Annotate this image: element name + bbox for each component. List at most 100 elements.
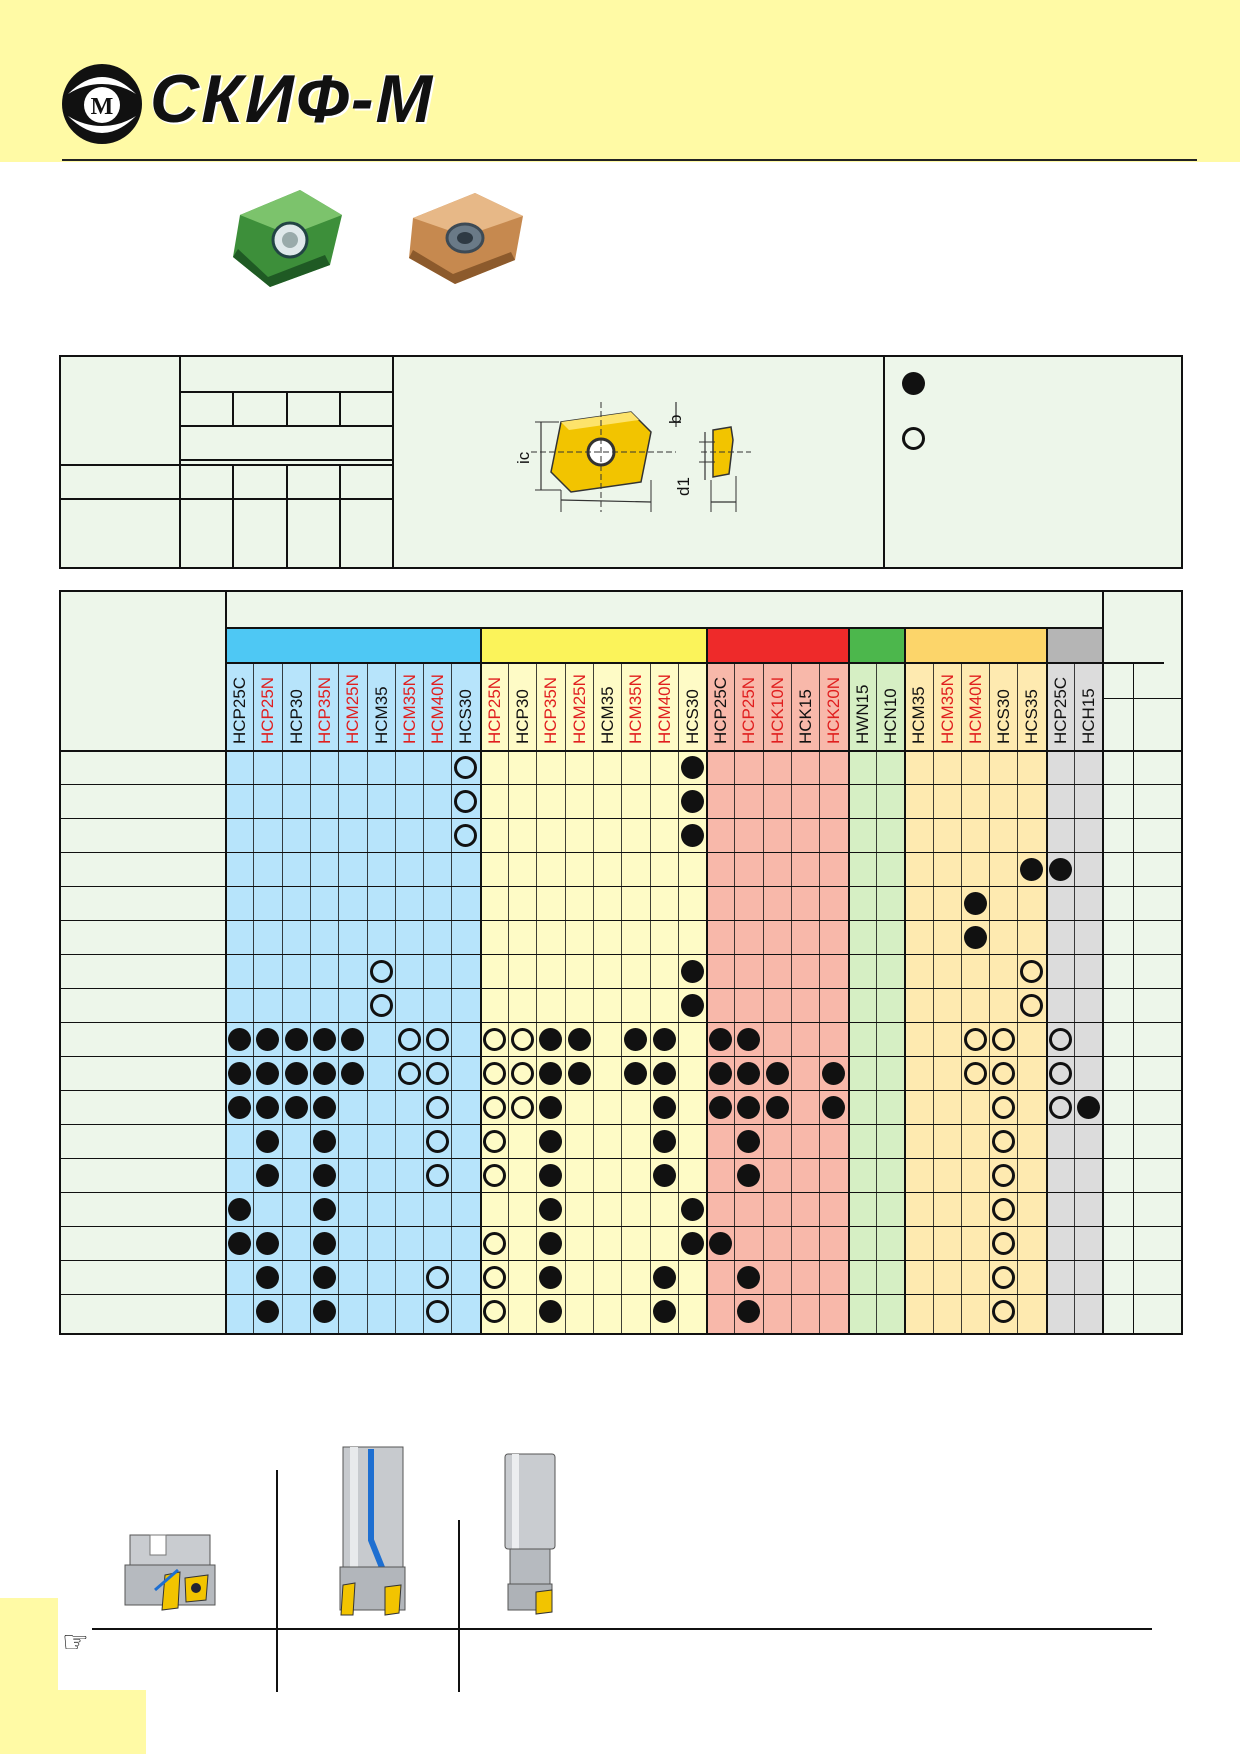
page-corner-band — [58, 1690, 146, 1754]
grade-label: HCP35N — [314, 676, 334, 744]
insert-geometry-drawing: ic b d1 — [514, 402, 751, 512]
open-circle-icon — [1020, 994, 1044, 1017]
filled-circle-icon — [312, 1096, 336, 1119]
divider — [458, 1520, 460, 1692]
logo-letter: M — [91, 94, 114, 120]
open-circle-icon — [426, 1096, 450, 1119]
material-group-header — [706, 627, 848, 662]
grade-label: HCS30 — [456, 689, 476, 744]
grade-label: HCP25N — [484, 676, 504, 744]
open-circle-icon — [397, 1062, 421, 1085]
material-group-header — [904, 627, 1046, 662]
open-circle-icon — [482, 1232, 506, 1255]
filled-circle-icon — [680, 960, 704, 983]
filled-circle-icon — [228, 1028, 251, 1051]
grade-label: HCP25N — [258, 676, 278, 744]
filled-circle-icon — [1048, 858, 1072, 881]
filled-circle-icon — [737, 1164, 761, 1187]
grade-label: HCS35 — [1022, 689, 1042, 744]
filled-circle-icon — [256, 1164, 280, 1187]
header-band — [0, 0, 1240, 162]
filled-circle-icon — [312, 1130, 336, 1153]
open-circle-icon — [1020, 960, 1044, 983]
open-circle-icon — [992, 1096, 1016, 1119]
open-circle-icon — [426, 1300, 450, 1323]
filled-circle-icon — [1020, 858, 1044, 881]
filled-circle-icon — [737, 1130, 761, 1153]
filled-circle-icon — [624, 1062, 648, 1085]
shank-end-mill-image — [339, 1446, 406, 1616]
svg-text:b: b — [666, 415, 685, 424]
filled-circle-icon — [312, 1198, 336, 1221]
filled-circle-icon — [652, 1300, 676, 1323]
grade-label: HCM35N — [937, 674, 957, 744]
filled-circle-icon — [256, 1096, 280, 1119]
filled-circle-icon — [228, 1096, 251, 1119]
grade-label: HCM25N — [569, 674, 589, 744]
filled-circle-icon — [624, 1028, 648, 1051]
open-circle-icon — [511, 1028, 534, 1051]
filled-circle-icon — [539, 1266, 563, 1289]
filled-circle-icon — [539, 1062, 563, 1085]
filled-circle-icon — [312, 1300, 336, 1323]
legend-open-circle-icon — [902, 427, 925, 450]
open-circle-icon — [426, 1062, 450, 1085]
filled-circle-icon — [228, 1062, 251, 1085]
filled-circle-icon — [539, 1164, 563, 1187]
filled-circle-icon — [680, 824, 704, 847]
filled-circle-icon — [822, 1062, 846, 1085]
material-group-header — [847, 627, 905, 662]
filled-circle-icon — [284, 1028, 308, 1051]
filled-circle-icon — [652, 1266, 676, 1289]
filled-circle-icon — [256, 1130, 280, 1153]
open-circle-icon — [992, 1164, 1016, 1187]
filled-circle-icon — [284, 1096, 308, 1119]
filled-circle-icon — [284, 1062, 308, 1085]
page-corner-band — [0, 1598, 58, 1754]
filled-circle-icon — [1077, 1096, 1100, 1119]
grade-label: HCM35 — [371, 686, 391, 744]
grade-label: HCM40N — [965, 674, 985, 744]
filled-circle-icon — [539, 1130, 563, 1153]
divider — [92, 1628, 1152, 1630]
filled-circle-icon — [737, 1266, 761, 1289]
filled-circle-icon — [652, 1062, 676, 1085]
open-circle-icon — [482, 1130, 506, 1153]
filled-circle-icon — [539, 1300, 563, 1323]
material-group-header — [479, 627, 707, 662]
filled-circle-icon — [341, 1062, 365, 1085]
filled-circle-icon — [539, 1198, 563, 1221]
filled-circle-icon — [228, 1198, 251, 1221]
face-mill-image — [124, 1534, 216, 1611]
material-group-header — [225, 627, 480, 662]
grade-label: HCP25C — [1050, 676, 1070, 744]
open-circle-icon — [511, 1062, 534, 1085]
filled-circle-icon — [256, 1300, 280, 1323]
filled-circle-icon — [567, 1028, 591, 1051]
cylindrical-end-mill-image — [504, 1453, 556, 1615]
material-group-header — [1045, 627, 1103, 662]
filled-circle-icon — [680, 1232, 704, 1255]
grade-label: HCN10 — [880, 688, 900, 744]
open-circle-icon — [992, 1198, 1016, 1221]
filled-circle-icon — [709, 1062, 733, 1085]
grade-label: HWN15 — [852, 684, 872, 744]
grade-label: HCM35 — [909, 686, 929, 744]
open-circle-icon — [1048, 1062, 1072, 1085]
grade-label: HCS30 — [682, 689, 702, 744]
grade-label: HCP30 — [513, 689, 532, 744]
filled-circle-icon — [539, 1096, 563, 1119]
open-circle-icon — [369, 960, 393, 983]
grade-label: HCM25N — [343, 674, 363, 744]
open-circle-icon — [963, 1028, 987, 1051]
filled-circle-icon — [652, 1096, 676, 1119]
grade-label: HCH15 — [1079, 688, 1098, 744]
material-group-column-band — [225, 662, 480, 1333]
grade-label: HCK20N — [824, 676, 844, 744]
open-circle-icon — [454, 824, 478, 847]
svg-text:ic: ic — [514, 451, 533, 464]
header-rule — [62, 159, 1197, 161]
green-insert-image — [233, 190, 342, 287]
open-circle-icon — [426, 1164, 450, 1187]
filled-circle-icon — [256, 1232, 280, 1255]
